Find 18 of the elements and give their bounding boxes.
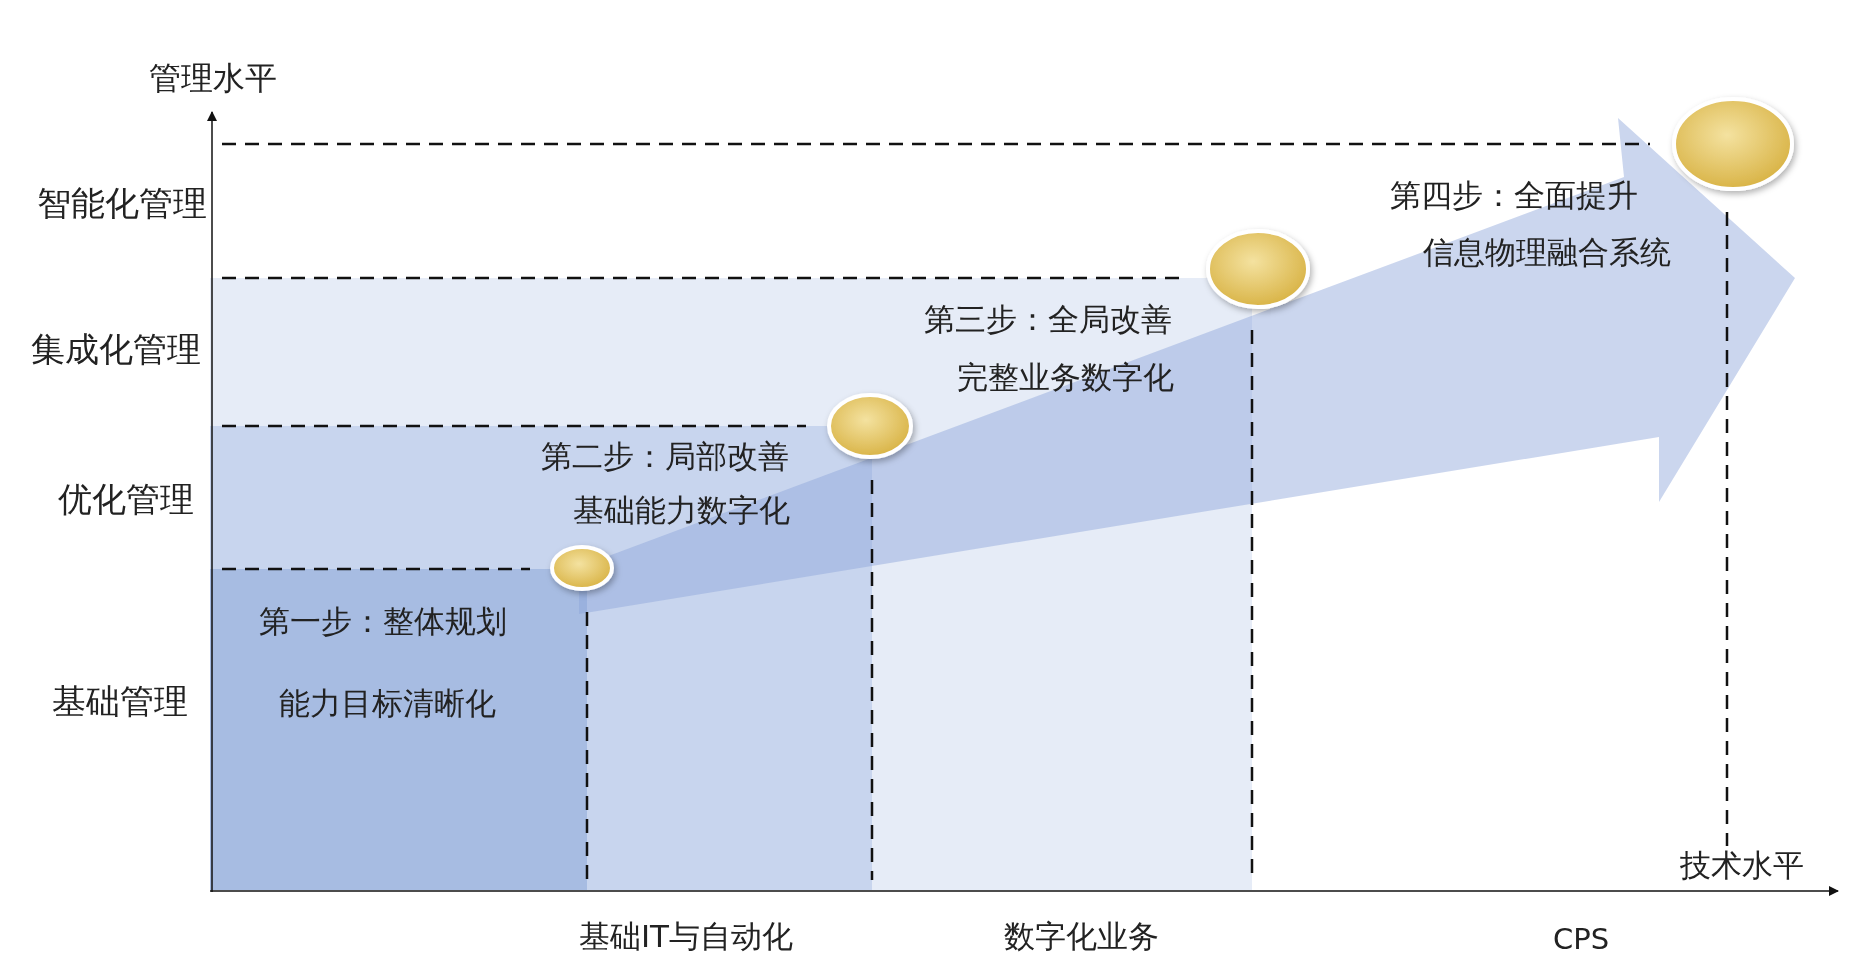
level-label: 基础管理: [52, 682, 188, 722]
step-description: 基础能力数字化: [572, 493, 790, 529]
step-title: 第一步：整体规划: [259, 604, 507, 640]
step-title: 第四步：全面提升: [1390, 178, 1638, 214]
level-label: 集成化管理: [31, 330, 201, 370]
level-label: 优化管理: [58, 480, 194, 520]
axis-title: 技术水平: [1680, 848, 1804, 884]
step-title: 第二步：局部改善: [541, 439, 789, 475]
tick-label: 基础IT与自动化: [578, 919, 794, 955]
step-description: 信息物理融合系统: [1423, 235, 1671, 271]
axis-title: 管理水平: [149, 59, 277, 97]
milestone-marker: [827, 393, 913, 459]
level-label: 智能化管理: [37, 184, 207, 224]
step-title: 第三步：全局改善: [924, 302, 1172, 338]
tick-label: CPS: [1552, 923, 1610, 957]
step-description: 完整业务数字化: [956, 360, 1174, 396]
tick-label: 数字化业务: [1003, 919, 1159, 955]
step-description: 能力目标清晰化: [278, 686, 496, 722]
